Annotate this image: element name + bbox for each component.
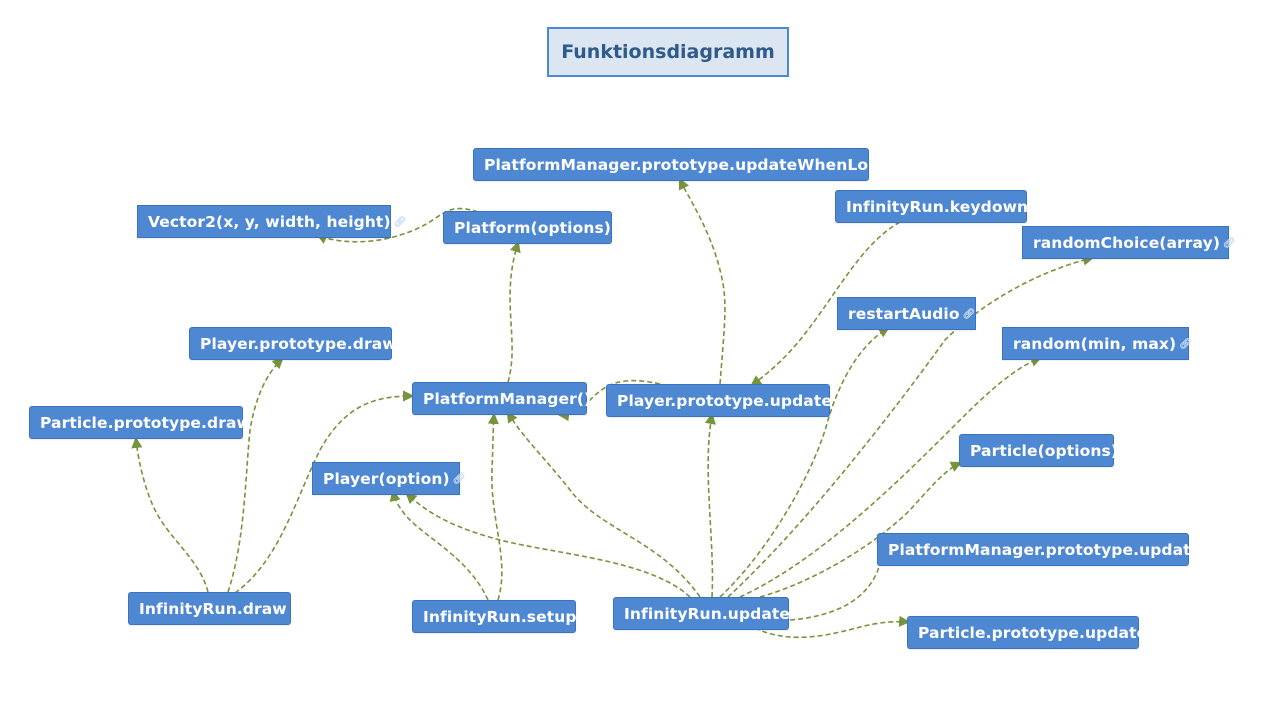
edge-player-update-to-update-when-lose — [678, 177, 726, 385]
edge-platform-manager-to-platform-options — [507, 240, 521, 383]
edge-update-to-random — [739, 356, 1043, 598]
edge-setup-to-platform-manager — [487, 412, 503, 601]
node-label: InfinityRun.keydown — [846, 197, 1029, 216]
node-infinity-run-keydown[interactable]: InfinityRun.keydown — [835, 190, 1029, 223]
node-label: InfinityRun.draw — [139, 599, 287, 618]
node-label: PlatformManager.prototype.update — [888, 540, 1202, 559]
node-infinity-run-update[interactable]: InfinityRun.update — [613, 597, 791, 630]
node-label: Particle.prototype.draw — [40, 413, 251, 432]
link-icon[interactable]: 🔗︎ — [1179, 339, 1192, 350]
edge-update-to-random-choice — [727, 254, 1095, 598]
edge-update-to-particle-update — [754, 615, 911, 639]
node-label: InfinityRun.update — [624, 604, 791, 623]
node-label: Player.prototype.draw — [200, 334, 397, 353]
node-particle-prototype-draw[interactable]: Particle.prototype.draw — [29, 406, 251, 439]
node-label: randomChoice(array) — [1033, 233, 1221, 252]
node-random-min-max[interactable]: random(min, max) 🔗︎ — [1002, 327, 1192, 360]
node-label: random(min, max) — [1013, 334, 1177, 353]
node-label: Platform(options) — [454, 218, 611, 237]
node-vector2[interactable]: Vector2(x, y, width, height) 🔗︎ — [137, 205, 406, 238]
edge-update-to-player-update — [704, 412, 716, 598]
link-icon[interactable]: 🔗︎ — [1223, 238, 1236, 249]
node-infinity-run-setup[interactable]: InfinityRun.setup — [412, 600, 576, 633]
node-platform-manager[interactable]: PlatformManager() — [412, 382, 591, 415]
node-infinity-run-draw[interactable]: InfinityRun.draw — [128, 592, 291, 625]
node-particle-prototype-update[interactable]: Particle.prototype.update — [907, 616, 1147, 649]
node-label: PlatformManager.prototype.updateWhenLose — [484, 155, 889, 174]
node-label: PlatformManager() — [423, 389, 592, 408]
node-particle-options[interactable]: Particle(options) — [959, 434, 1118, 467]
node-restart-audio[interactable]: restartAudio 🔗︎ — [837, 297, 976, 330]
node-random-choice[interactable]: randomChoice(array) 🔗︎ — [1022, 226, 1236, 259]
node-player-option[interactable]: Player(option) 🔗︎ — [312, 462, 465, 495]
node-label: Player(option) — [323, 469, 450, 488]
edge-draw-to-platform-manager — [234, 390, 415, 594]
node-platform-options[interactable]: Platform(options) — [443, 211, 612, 244]
node-label: Particle.prototype.update — [918, 623, 1148, 642]
node-label: InfinityRun.setup — [423, 607, 577, 626]
node-label: restartAudio — [848, 304, 960, 323]
edge-update-to-restart-audio — [719, 326, 890, 598]
edge-update-to-particle-options — [759, 461, 963, 598]
edge-keydown-to-player-update — [750, 221, 901, 387]
node-label: Vector2(x, y, width, height) — [148, 212, 391, 231]
diagram-title: Funktionsdiagramm — [547, 27, 789, 77]
link-icon[interactable]: 🔗︎ — [452, 474, 466, 485]
edge-update-to-platform-manager-update — [789, 534, 887, 621]
link-icon[interactable]: 🔗︎ — [962, 309, 976, 320]
node-player-prototype-update[interactable]: Player.prototype.update — [606, 384, 832, 417]
node-platform-manager-update-when-lose[interactable]: PlatformManager.prototype.updateWhenLose — [473, 148, 888, 181]
edge-draw-to-particle-draw — [131, 436, 209, 593]
edge-update-to-player-option — [405, 492, 691, 598]
node-player-prototype-draw[interactable]: Player.prototype.draw — [189, 327, 397, 360]
node-label: Particle(options) — [970, 441, 1119, 460]
edge-draw-to-player-draw — [227, 357, 284, 593]
edge-setup-to-player-option — [389, 489, 489, 601]
edge-update-to-platform-manager — [506, 411, 701, 598]
node-label: Player.prototype.update — [617, 391, 832, 410]
node-platform-manager-update[interactable]: PlatformManager.prototype.update — [877, 533, 1201, 566]
link-icon[interactable]: 🔗︎ — [393, 217, 407, 228]
edge-platform-options-to-vector2 — [315, 207, 479, 244]
